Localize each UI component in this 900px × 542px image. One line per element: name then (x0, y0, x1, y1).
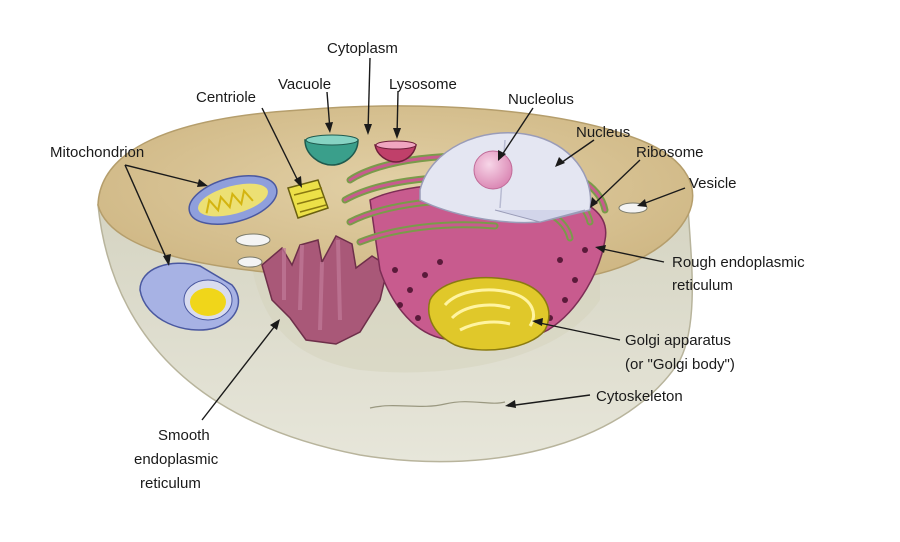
golgi-apparatus (428, 276, 550, 351)
label-cytoskeleton: Cytoskeleton (596, 388, 683, 405)
vacuole (304, 139, 359, 166)
label-cytoplasm: Cytoplasm (327, 40, 398, 57)
label-vesicle: Vesicle (689, 175, 737, 192)
cytoskeleton-strand (369, 401, 506, 409)
mitochondrion-cut (139, 262, 240, 331)
label-golgi-line1: Golgi apparatus (625, 332, 731, 349)
label-lysosome: Lysosome (389, 76, 457, 93)
label-centriole: Centriole (196, 89, 256, 106)
smooth-er (261, 235, 389, 345)
label-smooth-er-line1: Smooth (158, 427, 210, 444)
label-mitochondrion: Mitochondrion (50, 144, 144, 161)
label-rough-er-line2: reticulum (672, 277, 733, 294)
label-ribosome: Ribosome (636, 144, 704, 161)
label-nucleus: Nucleus (576, 124, 630, 141)
nucleolus (473, 150, 513, 190)
label-smooth-er-line2: endoplasmic (134, 451, 219, 468)
centriole (287, 179, 329, 219)
mitochondrion-top (188, 175, 278, 225)
vesicles (235, 202, 648, 268)
label-smooth-er-line3: reticulum (140, 475, 201, 492)
arrowheads (163, 122, 647, 408)
label-nucleolus: Nucleolus (508, 91, 574, 108)
lysosome (374, 144, 417, 163)
label-golgi-line2: (or "Golgi body") (625, 356, 735, 373)
label-rough-er-line1: Rough endoplasmic (672, 254, 805, 271)
label-vacuole: Vacuole (278, 76, 331, 93)
